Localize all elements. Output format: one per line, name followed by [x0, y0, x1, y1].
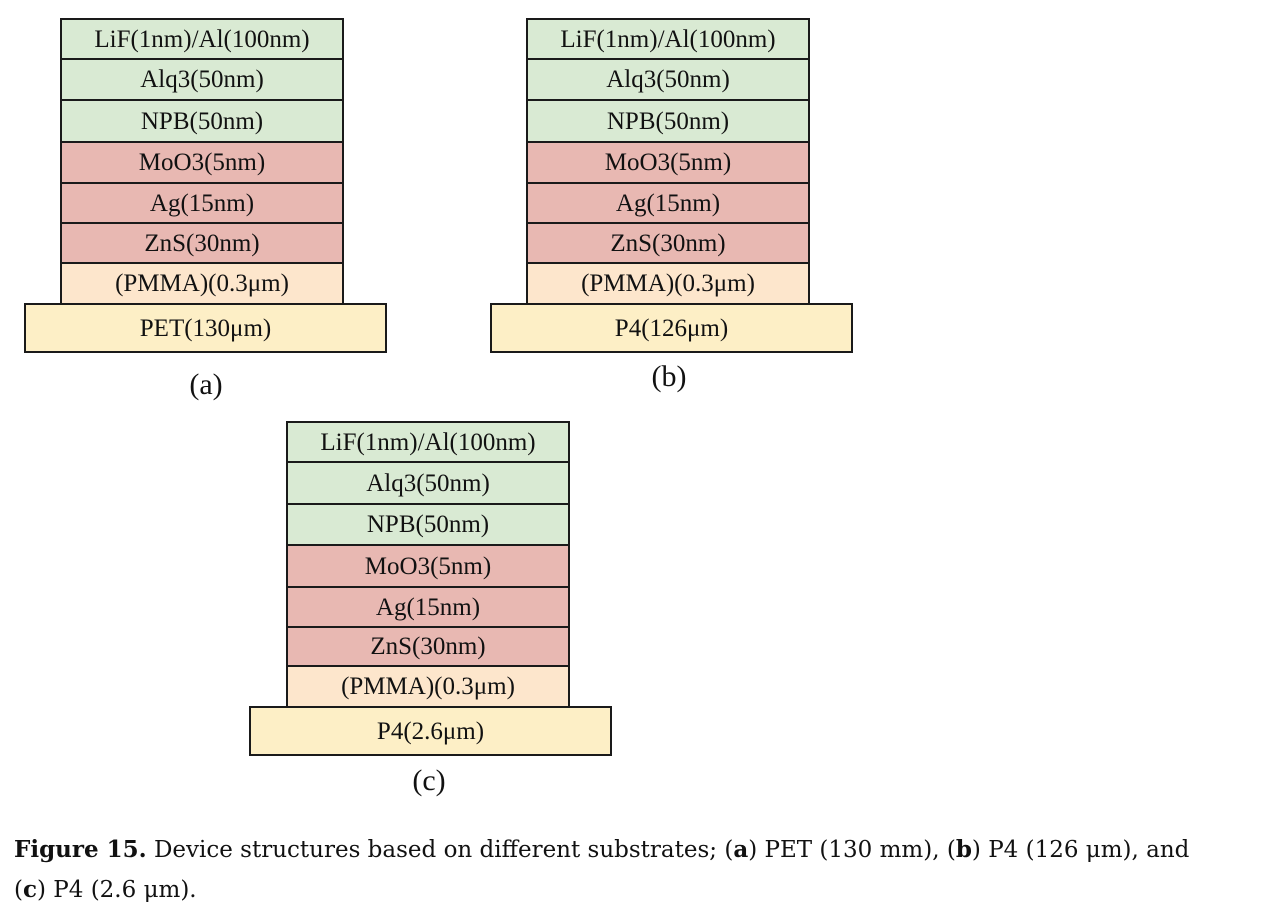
caption-letter-a: a	[733, 836, 749, 863]
figure-caption: Figure 15. Device structures based on di…	[14, 830, 1264, 910]
caption-intro: Device structures based on different sub…	[146, 837, 734, 863]
layer-ag: Ag(15nm)	[286, 586, 570, 628]
layer-pmma: (PMMA)(0.3μm)	[286, 665, 570, 708]
caption-letter-b: b	[955, 836, 972, 863]
figure-number: Figure 15.	[14, 836, 147, 863]
panel-label-a: (a)	[189, 368, 223, 401]
layer-ag: Ag(15nm)	[526, 182, 810, 224]
caption-text-c: ) P4 (2.6 μm).	[37, 877, 197, 903]
panel-label-b: (b)	[651, 360, 687, 393]
caption-text-a: ) PET (130 mm), (	[748, 837, 956, 863]
layer-lif-al: LiF(1nm)/Al(100nm)	[526, 18, 810, 60]
panel-label-c: (c)	[412, 764, 446, 797]
layer-pmma: (PMMA)(0.3μm)	[526, 262, 810, 305]
substrate-layer: P4(126μm)	[490, 303, 853, 353]
layer-ag: Ag(15nm)	[60, 182, 344, 224]
layer-moo3: MoO3(5nm)	[60, 141, 344, 184]
layer-lif-al: LiF(1nm)/Al(100nm)	[60, 18, 344, 60]
layer-npb: NPB(50nm)	[60, 99, 344, 143]
layer-zns: ZnS(30nm)	[286, 626, 570, 667]
layer-alq3: Alq3(50nm)	[60, 58, 344, 101]
layer-zns: ZnS(30nm)	[60, 222, 344, 264]
substrate-layer: PET(130μm)	[24, 303, 387, 353]
layer-alq3: Alq3(50nm)	[286, 461, 570, 505]
layer-lif-al: LiF(1nm)/Al(100nm)	[286, 421, 570, 463]
caption-open-c: (	[14, 877, 23, 903]
layer-alq3: Alq3(50nm)	[526, 58, 810, 101]
layer-npb: NPB(50nm)	[526, 99, 810, 143]
layer-moo3: MoO3(5nm)	[526, 141, 810, 184]
layer-zns: ZnS(30nm)	[526, 222, 810, 264]
layer-moo3: MoO3(5nm)	[286, 544, 570, 588]
layer-pmma: (PMMA)(0.3μm)	[60, 262, 344, 305]
caption-text-b: ) P4 (126 μm), and	[971, 837, 1190, 863]
caption-letter-c: c	[22, 876, 37, 903]
substrate-layer: P4(2.6μm)	[249, 706, 612, 756]
layer-npb: NPB(50nm)	[286, 503, 570, 546]
